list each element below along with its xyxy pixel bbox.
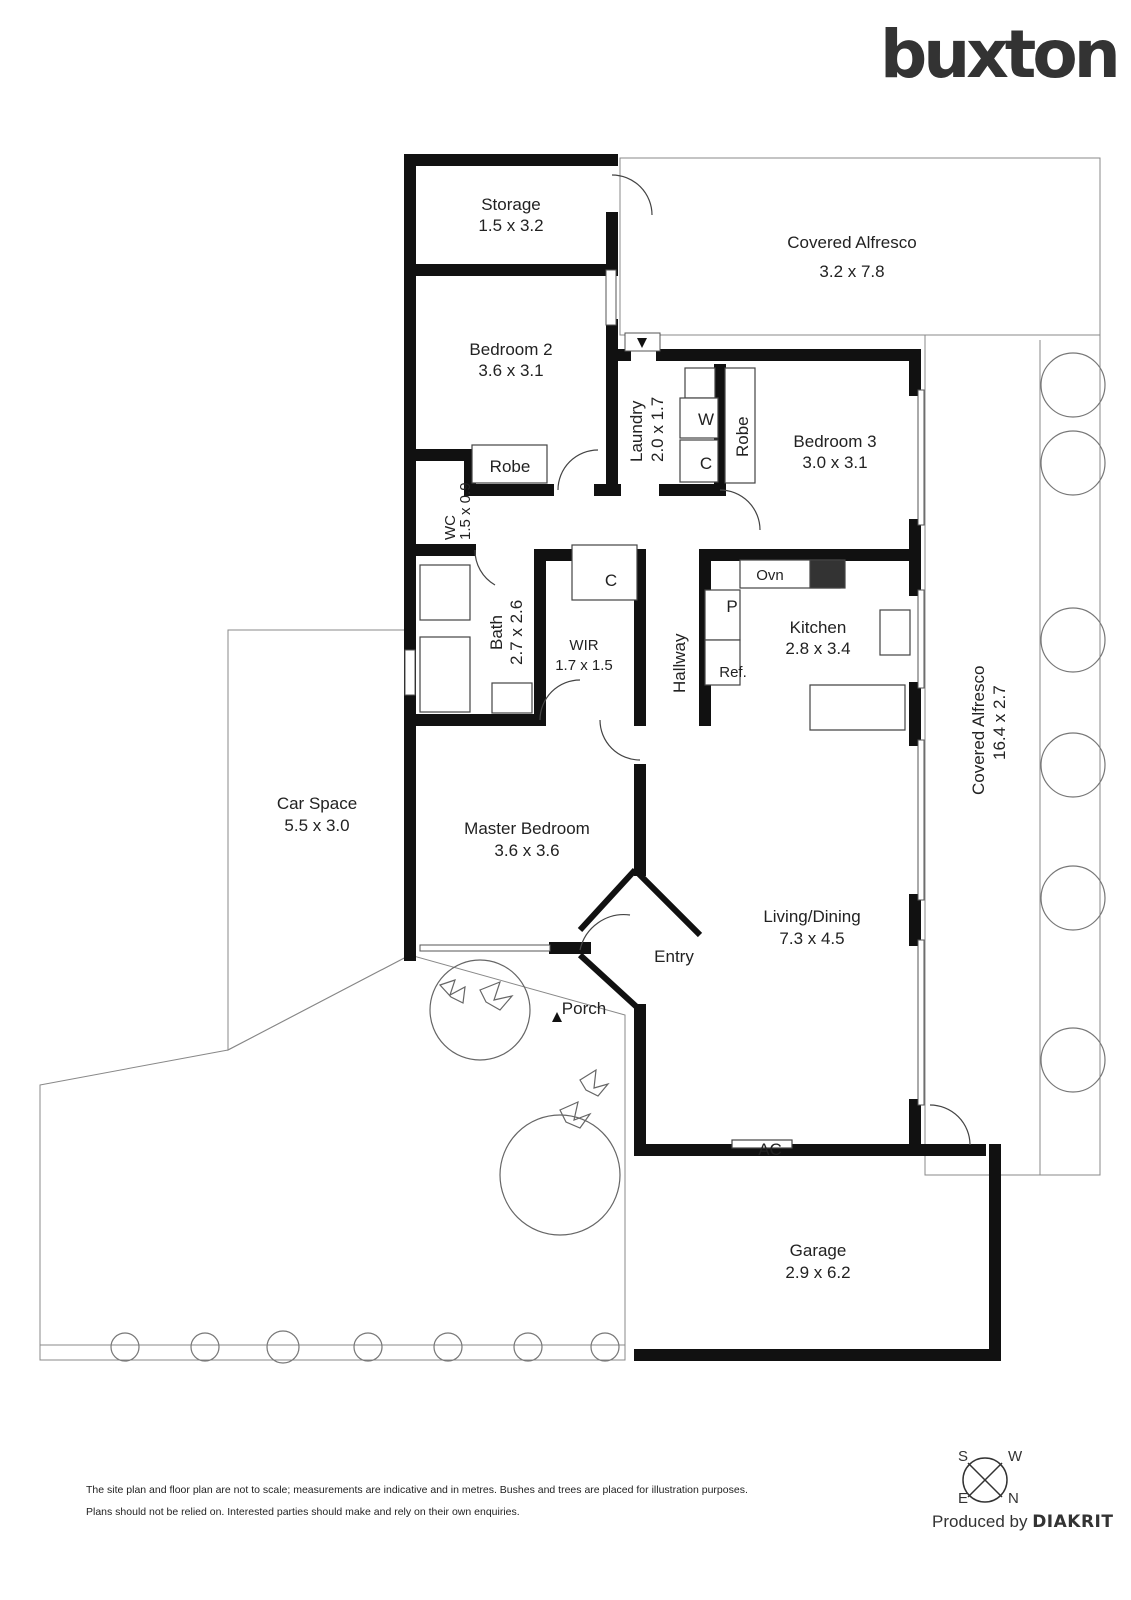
producer-credit: Produced by DIAKRIT (932, 1512, 1113, 1532)
bath-dims: 2.7 x 2.6 (507, 600, 526, 665)
bedroom2-dims: 3.6 x 3.1 (478, 361, 543, 380)
alfresco-side-name: Covered Alfresco (969, 666, 988, 795)
garage-dims: 2.9 x 6.2 (785, 1263, 850, 1282)
wc-name: WC (442, 515, 459, 540)
master-bedroom-name: Master Bedroom (464, 819, 590, 838)
alfresco-top-dims: 3.2 x 7.8 (819, 262, 884, 281)
shower-icon (419, 564, 471, 621)
living-dining-dims: 7.3 x 4.5 (779, 929, 844, 948)
laundry-dims: 2.0 x 1.7 (648, 397, 667, 462)
bedroom3-dims: 3.0 x 3.1 (802, 453, 867, 472)
kitchen-sink-icon (879, 609, 911, 656)
laundry-name: Laundry (627, 400, 646, 462)
car-space-name: Car Space (277, 794, 357, 813)
basin-icon (491, 682, 533, 714)
car-space-area (227, 629, 411, 1051)
master-bedroom-dims: 3.6 x 3.6 (494, 841, 559, 860)
kitchen-dims: 2.8 x 3.4 (785, 639, 850, 658)
wc-dims: 1.5 x 0.9 (457, 482, 474, 540)
alfresco-side-area (924, 334, 1101, 1176)
porch-plants (429, 959, 621, 1236)
disclaimer-line2: Plans should not be relied on. Intereste… (86, 1506, 520, 1518)
disclaimer-line1: The site plan and floor plan are not to … (86, 1484, 748, 1496)
entry-label: Entry (654, 947, 694, 966)
pantry-label: P (726, 597, 737, 616)
garage-name: Garage (790, 1241, 847, 1260)
door-swings (474, 174, 971, 1146)
washer-label: W (698, 410, 714, 429)
porch-arrow-icon (552, 1012, 562, 1022)
alfresco-top-name: Covered Alfresco (787, 233, 916, 252)
fridge-label: Ref. (719, 664, 747, 681)
tree-row-side (1040, 352, 1106, 1093)
alfresco-side-dims: 16.4 x 2.7 (990, 685, 1009, 760)
bath-name: Bath (487, 615, 506, 650)
robe2-label: Robe (733, 416, 752, 457)
entry-arrow-icon (637, 338, 647, 348)
hallway-label: Hallway (670, 633, 689, 693)
walls (404, 154, 1001, 1361)
robe-label: Robe (490, 457, 531, 476)
compass-e: E (958, 1490, 969, 1507)
cupboard2-label: C (605, 571, 617, 590)
compass-w: W (1008, 1448, 1023, 1465)
wir-name: WIR (569, 637, 598, 654)
thin-walls (577, 867, 703, 1013)
bedroom2-name: Bedroom 2 (469, 340, 552, 359)
cupboard-label: C (700, 454, 712, 473)
living-dining-name: Living/Dining (763, 907, 860, 926)
oven-label: Ovn (756, 567, 784, 584)
bathtub-icon (419, 636, 471, 713)
kitchen-name: Kitchen (790, 618, 847, 637)
car-space-dims: 5.5 x 3.0 (284, 816, 349, 835)
laundry-sink-icon (684, 367, 716, 399)
producer-prefix: Produced by (932, 1512, 1028, 1531)
porch-label: Porch (562, 999, 606, 1018)
wir-dims: 1.7 x 1.5 (555, 657, 613, 674)
shrub-row-bottom (110, 1330, 620, 1364)
compass-n: N (1008, 1490, 1019, 1507)
producer-brand: DIAKRIT (1032, 1512, 1114, 1532)
storage-name: Storage (481, 195, 541, 214)
compass-s: S (958, 1448, 969, 1465)
cooktop-icon (809, 559, 846, 589)
bedroom3-name: Bedroom 3 (793, 432, 876, 451)
brand-logo: buxton (880, 16, 1121, 93)
storage-dims: 1.5 x 3.2 (478, 216, 543, 235)
fixtures (419, 367, 911, 1149)
front-garden-area (39, 954, 626, 1361)
ac-label: AC (758, 1140, 782, 1159)
compass-icon (962, 1457, 1008, 1503)
